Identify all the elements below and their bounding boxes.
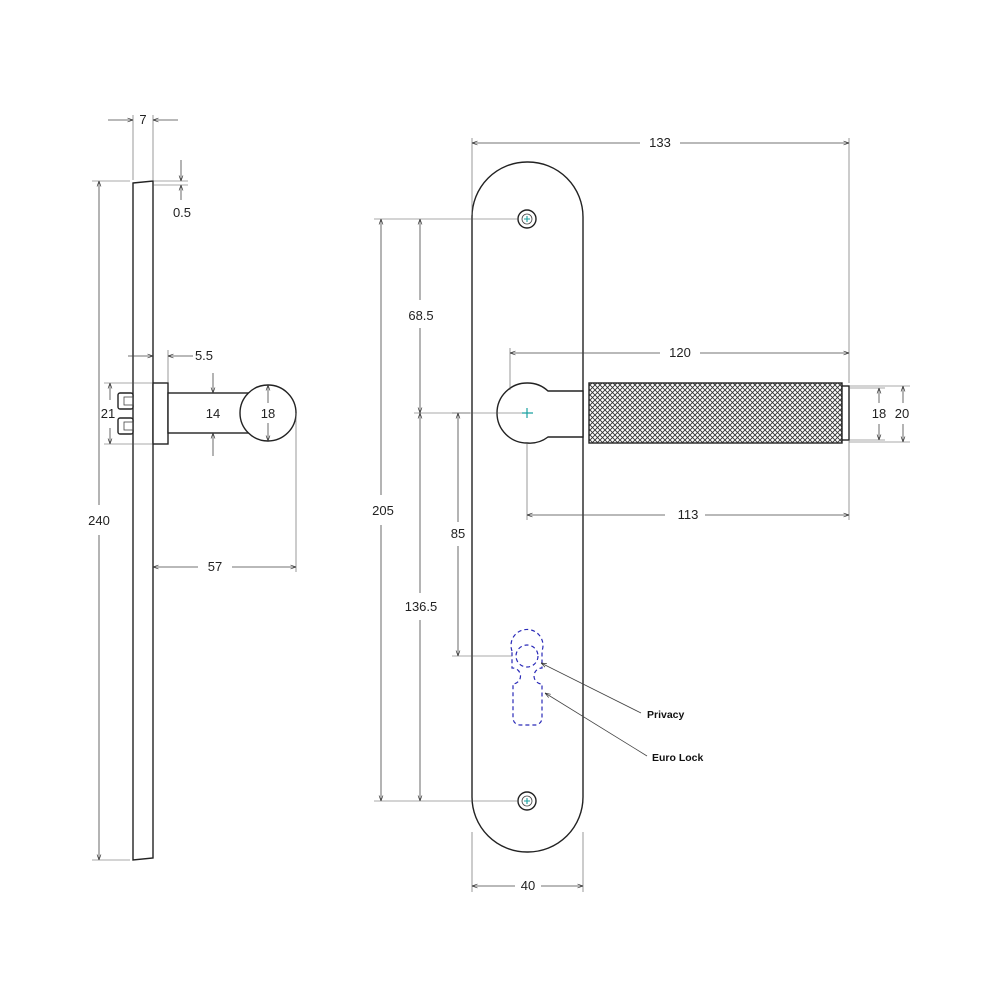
dim-screw-to-spindle: 68.5 xyxy=(408,308,433,323)
side-lug-bottom-inner xyxy=(123,421,134,431)
side-view: 7 0.5 240 5.5 21 14 18 xyxy=(88,112,297,861)
side-lug-top xyxy=(117,392,134,410)
dim-plate-thickness: 7 xyxy=(139,112,146,127)
side-backplate xyxy=(132,180,154,861)
callout-euro-lock: Euro Lock xyxy=(652,752,704,764)
dim-grip-diameter: 18 xyxy=(872,406,886,421)
lever-handle xyxy=(496,382,850,444)
dim-total-width: 133 xyxy=(649,135,671,150)
side-lug-bottom xyxy=(117,417,134,435)
side-rose xyxy=(152,382,169,445)
dim-rose-offset: 5.5 xyxy=(195,348,213,363)
euro-cylinder xyxy=(510,628,544,726)
callout-privacy: Privacy xyxy=(647,709,685,721)
front-view: 133 120 205 68.5 136.5 85 113 xyxy=(372,135,910,893)
dim-chamfer: 0.5 xyxy=(173,205,191,220)
front-backplate xyxy=(471,161,584,853)
dim-neck-diameter: 14 xyxy=(206,406,220,421)
end-cap xyxy=(841,385,850,441)
dim-spindle-to-cylinder: 85 xyxy=(451,526,465,541)
dim-total-height: 240 xyxy=(88,513,110,528)
top-screw xyxy=(517,209,537,229)
dim-rose-height: 21 xyxy=(101,406,115,421)
dim-plate-width: 40 xyxy=(521,878,535,893)
dim-spindle-to-bottom-screw: 136.5 xyxy=(405,599,438,614)
dim-handle-diameter: 18 xyxy=(261,406,275,421)
dim-handle-length: 120 xyxy=(669,345,691,360)
dim-grip-length: 113 xyxy=(678,507,699,522)
dim-projection: 57 xyxy=(208,559,222,574)
dim-screw-centres: 205 xyxy=(372,503,394,518)
side-lug-top-inner xyxy=(123,396,134,406)
bottom-screw xyxy=(517,791,537,811)
dim-end-cap-diameter: 20 xyxy=(895,406,909,421)
knurled-grip xyxy=(588,382,843,444)
spindle-mark xyxy=(522,408,533,418)
